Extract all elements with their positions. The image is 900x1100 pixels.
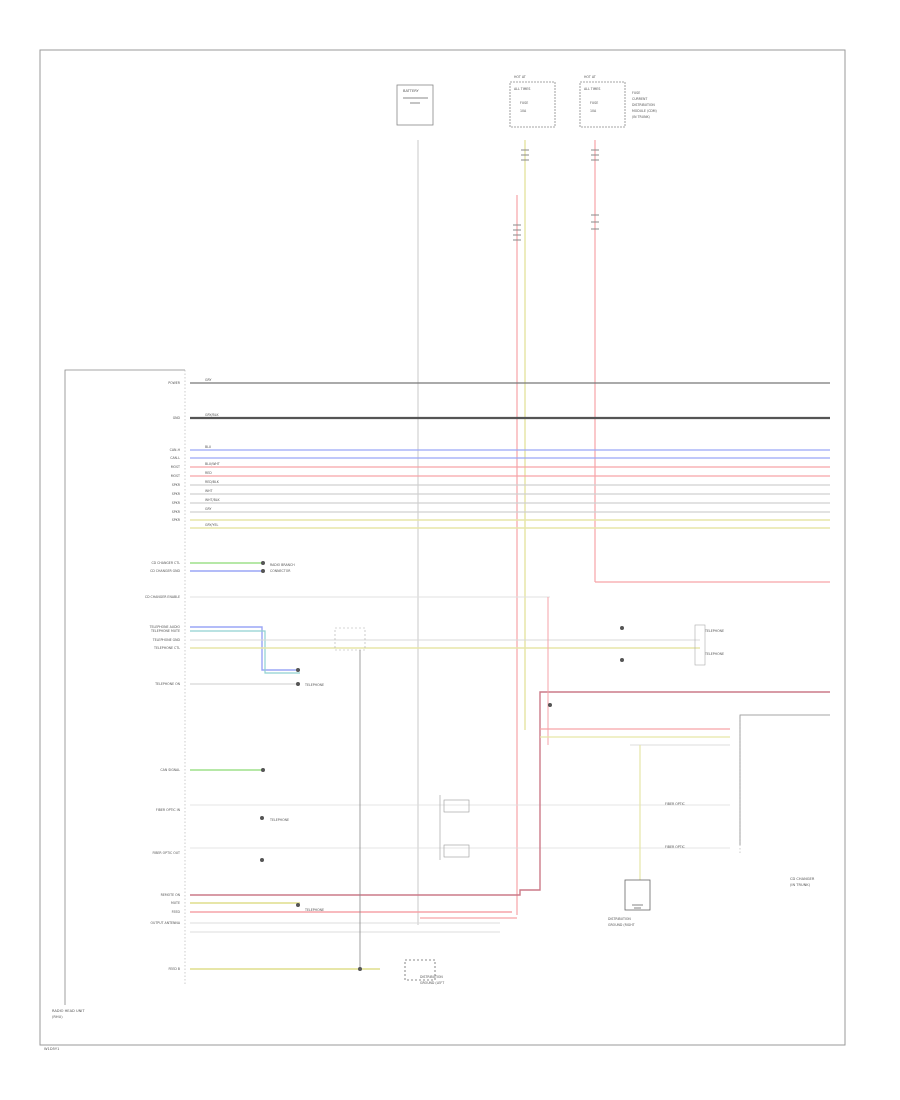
left-pin-label: SPKR [172,510,181,514]
svg-text:TELEPHONE: TELEPHONE [704,652,724,656]
connector-notes: RADIO BRANCH CONNECTOR TELEPHONE TELEPHO… [269,563,724,912]
left-pin-label: MOST [171,465,180,469]
left-pin-label: SPKR [172,501,181,505]
svg-text:WHT: WHT [205,489,213,493]
telephone-connector-box [334,627,366,651]
svg-text:RED/BLK: RED/BLK [205,480,220,484]
ground-notes-right: DISTRIBUTION GROUND (RIGHT [608,917,635,927]
svg-text:GROUND (RIGHT: GROUND (RIGHT [608,923,635,927]
left-pin-label: TELEPHONE ON [154,682,180,686]
left-pin-label: POWER [168,381,181,385]
left-pin-labels: POWER GND CAN-H CAN-L MOST MOST SPKR SPKR SPKR SP… [145,381,181,971]
left-pin-label: FEED B [168,967,180,971]
radio-head-unit-label: RADIO HEAD UNIT [52,1009,85,1013]
svg-text:CURRENT: CURRENT [632,97,647,101]
radio-head-unit-outline [64,369,185,1005]
ground-symbol-left [404,959,436,981]
left-pin-label: SPKR [172,492,181,496]
svg-text:CONNECTOR: CONNECTOR [270,569,291,573]
left-pin-label: GND [173,416,181,420]
footer-code: W1D5Y1 [44,1047,59,1051]
svg-text:FIBER OPTIC: FIBER OPTIC [665,802,686,806]
left-pin-label: TELEPHONE GND [152,638,181,642]
svg-text:TELEPHONE: TELEPHONE [304,908,324,912]
battery-symbol: BATTERY [396,84,434,126]
svg-text:BLU/WHT: BLU/WHT [205,462,220,466]
fuse-b-header2: ALL TIMES [584,87,600,91]
left-pin-label: TELEPHONE MUTE [150,629,180,633]
svg-text:GRY: GRY [205,507,211,511]
left-pin-label: TELEPHONE AUDIO [149,625,181,629]
left-pin-label: FEED [172,910,181,914]
fuse-a-fuse: FUSE [520,101,528,105]
svg-text:DISTRIBUTION: DISTRIBUTION [632,103,655,107]
svg-text:DISTRIBUTION: DISTRIBUTION [608,917,631,921]
fuse-a-header: HOT AT [514,75,526,79]
svg-text:BLU: BLU [205,445,212,449]
telephone-right-box [694,624,706,666]
left-pin-label: OUTPUT ANTENNA [151,921,181,925]
radio-head-unit-sublabel: (RHU) [52,1015,63,1019]
left-pin-label: CD CHANGER CTL [151,561,180,565]
cd-changer-module: CD CHANGER (IN TRUNK) [739,714,830,887]
left-pin-label: REMOTE ON [161,893,181,897]
ground-notes-left: DISTRIBUTION GROUND (LEFT [420,975,444,985]
left-pin-label: MOST [171,474,180,478]
feed-connectors [513,149,599,241]
left-pin-label: SPKR [172,518,181,522]
left-pin-label: CAN-L [170,456,180,460]
fuse-box-note: FUSE CURRENT DISTRIBUTION MODULE (CDM) (… [632,91,657,119]
left-pin-label: FIBER OPTIC IN [156,808,181,812]
left-pin-label: FIBER OPTIC OUT [152,851,180,855]
left-pin-label: MUTE [171,901,180,905]
fuse-b-fuse: FUSE [590,101,598,105]
svg-text:FIBER OPTIC: FIBER OPTIC [665,845,686,849]
left-pin-label: CD CHANGER GND [150,569,180,573]
fuse-a-rating: 10A [520,109,527,113]
svg-text:GRY: GRY [205,378,211,382]
left-pin-label: CD CHANGER ENABLE [145,595,180,599]
fiber-optic-connector [439,795,470,860]
svg-text:RADIO BRANCH: RADIO BRANCH [270,563,295,567]
left-pin-label: SPKR [172,483,181,487]
cd-changer-sublabel: (IN TRUNK) [790,883,811,887]
svg-text:(IN TRUNK): (IN TRUNK) [632,115,650,119]
connector-arrows [260,561,624,971]
svg-text:DISTRIBUTION: DISTRIBUTION [420,975,443,979]
svg-text:TELEPHONE: TELEPHONE [704,629,724,633]
fuse-box-b: HOT AT ALL TIMES FUSE 10A [579,75,626,128]
svg-text:RED: RED [205,471,212,475]
svg-text:TELEPHONE: TELEPHONE [269,818,289,822]
svg-text:GRY/BLK: GRY/BLK [205,413,219,417]
left-pin-label: CAN SIGNAL [160,768,180,772]
left-pin-label: TELEPHONE CTL [153,646,180,650]
fuse-b-header: HOT AT [584,75,596,79]
main-bus-wires [190,382,830,529]
svg-text:TELEPHONE: TELEPHONE [304,683,324,687]
svg-text:GRY/YEL: GRY/YEL [205,523,218,527]
fuse-b-rating: 10A [590,109,597,113]
left-pin-label: CAN-H [170,448,181,452]
diagram-border [39,49,846,1046]
fuse-box-a: HOT AT ALL TIMES FUSE 10A [509,75,556,128]
svg-text:MODULE (CDM): MODULE (CDM) [632,109,657,113]
svg-text:GROUND (LEFT: GROUND (LEFT [420,981,444,985]
fuse-a-header2: ALL TIMES [514,87,530,91]
svg-text:WHT/BLK: WHT/BLK [205,498,221,502]
battery-label: BATTERY [403,89,420,93]
svg-text:FUSE: FUSE [632,91,640,95]
ground-symbol-right [624,879,651,911]
mid-section-wires [190,562,830,970]
bus-wire-labels: GRY GRY/BLK BLU BLU/WHT RED RED/BLK WHT … [205,378,221,527]
cd-changer-label: CD CHANGER [790,877,815,881]
